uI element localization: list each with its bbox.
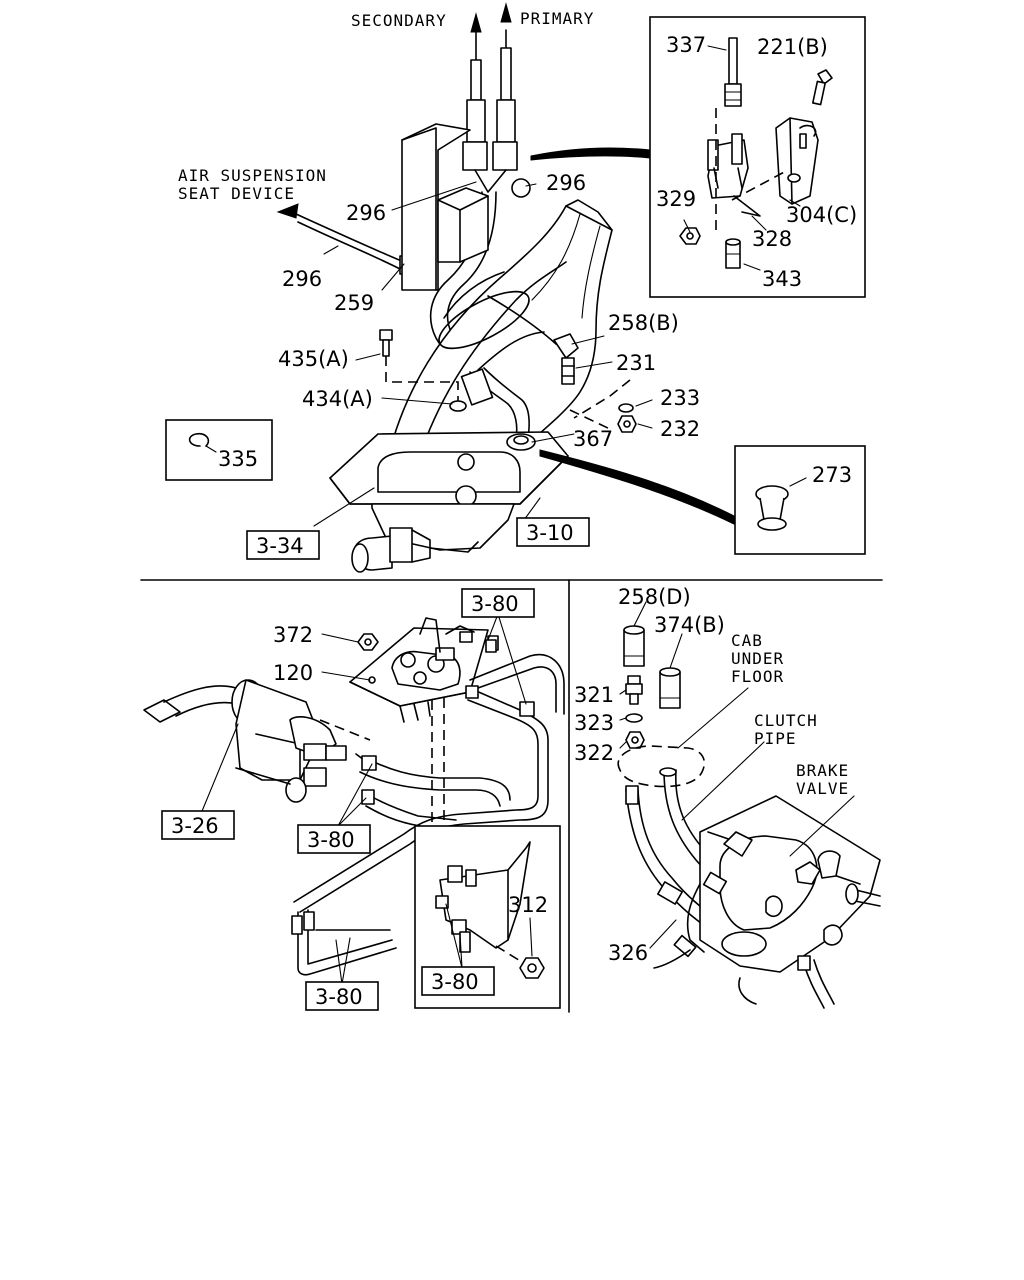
clip-335-icon — [188, 432, 217, 453]
inset-312-parts — [435, 841, 545, 979]
leader-312 — [529, 917, 533, 957]
shift-lever-assembly — [143, 679, 371, 803]
callout-321: 321 — [574, 683, 614, 707]
callout-221b: 221(B) — [757, 35, 828, 59]
primary-label: PRIMARY — [520, 9, 594, 28]
callout-312: 312 — [508, 893, 548, 917]
callout-323: 323 — [574, 711, 614, 735]
callout-258d: 258(D) — [618, 585, 691, 609]
ref-3-80-d: 3-80 — [431, 970, 479, 994]
secondary-label: SECONDARY — [351, 11, 447, 30]
fittings-stack — [623, 625, 681, 749]
callout-231: 231 — [616, 351, 656, 375]
callout-434a: 434(A) — [302, 387, 373, 411]
callout-335: 335 — [218, 447, 258, 471]
brake-valve-assembly — [653, 795, 881, 1009]
leader-326 — [649, 919, 677, 949]
alignment-dashes — [385, 356, 631, 431]
leader-lines-top — [313, 181, 653, 527]
leader-lines-inset-top-right — [683, 45, 801, 271]
hole-434a — [449, 400, 467, 412]
secondary-arrow — [470, 12, 482, 61]
callout-259: 259 — [334, 291, 374, 315]
cable-to-231 — [487, 295, 557, 345]
brake-label-line1: BRAKE — [796, 761, 849, 780]
clutch-label-line1: CLUTCH — [754, 711, 818, 730]
callout-329: 329 — [656, 187, 696, 211]
callout-435a: 435(A) — [278, 347, 349, 371]
cab-label-line1: CAB — [731, 631, 763, 650]
air-pipe-network — [291, 639, 565, 976]
callout-296-b: 296 — [346, 201, 386, 225]
cab-floor-outline — [617, 687, 749, 788]
bolt-435a — [379, 329, 393, 357]
cab-label-line3: FLOOR — [731, 667, 784, 686]
inset-box-335 — [165, 419, 273, 481]
leader-lines-bottom-right — [619, 601, 683, 749]
callout-372: 372 — [273, 623, 313, 647]
ref-3-34: 3-34 — [256, 534, 304, 558]
leader-to-inset-a — [530, 147, 651, 161]
callout-367: 367 — [573, 427, 613, 451]
inset-top-right-parts — [679, 37, 833, 269]
callout-296-c: 296 — [282, 267, 322, 291]
callout-326: 326 — [608, 941, 648, 965]
cab-label-line2: UNDER — [731, 649, 784, 668]
inset-box-top-right — [649, 16, 866, 298]
callout-374b: 374(B) — [654, 613, 725, 637]
shift-cable-tubes — [429, 47, 531, 373]
ref-3-80-b: 3-80 — [307, 828, 355, 852]
brake-label-line2: VALVE — [796, 779, 849, 798]
bracket-block — [401, 123, 489, 291]
ref-box-3-80-a — [461, 588, 535, 618]
callout-273: 273 — [812, 463, 852, 487]
callout-296-a: 296 — [546, 171, 586, 195]
callout-120: 120 — [273, 661, 313, 685]
callout-322: 322 — [574, 741, 614, 765]
callout-337: 337 — [666, 33, 706, 57]
ref-3-80-c: 3-80 — [315, 985, 363, 1009]
seat-device-label: SEAT DEVICE — [178, 184, 295, 203]
ref-3-10: 3-10 — [526, 521, 574, 545]
callout-232: 232 — [660, 417, 700, 441]
shift-tower-base — [329, 431, 569, 573]
ref-box-3-80-c — [305, 981, 379, 1011]
ref-box-3-10 — [516, 517, 590, 547]
ref-3-80-a: 3-80 — [471, 592, 519, 616]
shift-cable-loop — [460, 331, 545, 439]
nut-232 — [617, 415, 637, 433]
ref-3-26: 3-26 — [171, 814, 219, 838]
ref-box-3-34 — [246, 530, 320, 560]
valve-plate-120 — [349, 617, 499, 723]
air-suspension-label: AIR SUSPENSION — [178, 166, 327, 185]
callout-233: 233 — [660, 386, 700, 410]
callout-328: 328 — [752, 227, 792, 251]
callout-304c: 304(C) — [786, 203, 857, 227]
clutch-label-line2: PIPE — [754, 729, 797, 748]
grommet-367 — [506, 433, 536, 451]
grommet-273-icon — [755, 477, 807, 531]
callout-343: 343 — [762, 267, 802, 291]
fitting-231 — [553, 333, 579, 385]
ref-box-3-26 — [161, 810, 235, 840]
ref-box-3-80-b — [297, 824, 371, 854]
inset-box-273 — [734, 445, 866, 555]
callout-258b: 258(B) — [608, 311, 679, 335]
washer-233 — [618, 403, 634, 413]
leader-to-inset-b — [539, 449, 739, 525]
ref-box-3-80-d — [421, 966, 495, 996]
section-dividers — [140, 579, 883, 1013]
leader-lines-bottom-left — [199, 613, 527, 985]
nut-372 — [357, 633, 379, 651]
